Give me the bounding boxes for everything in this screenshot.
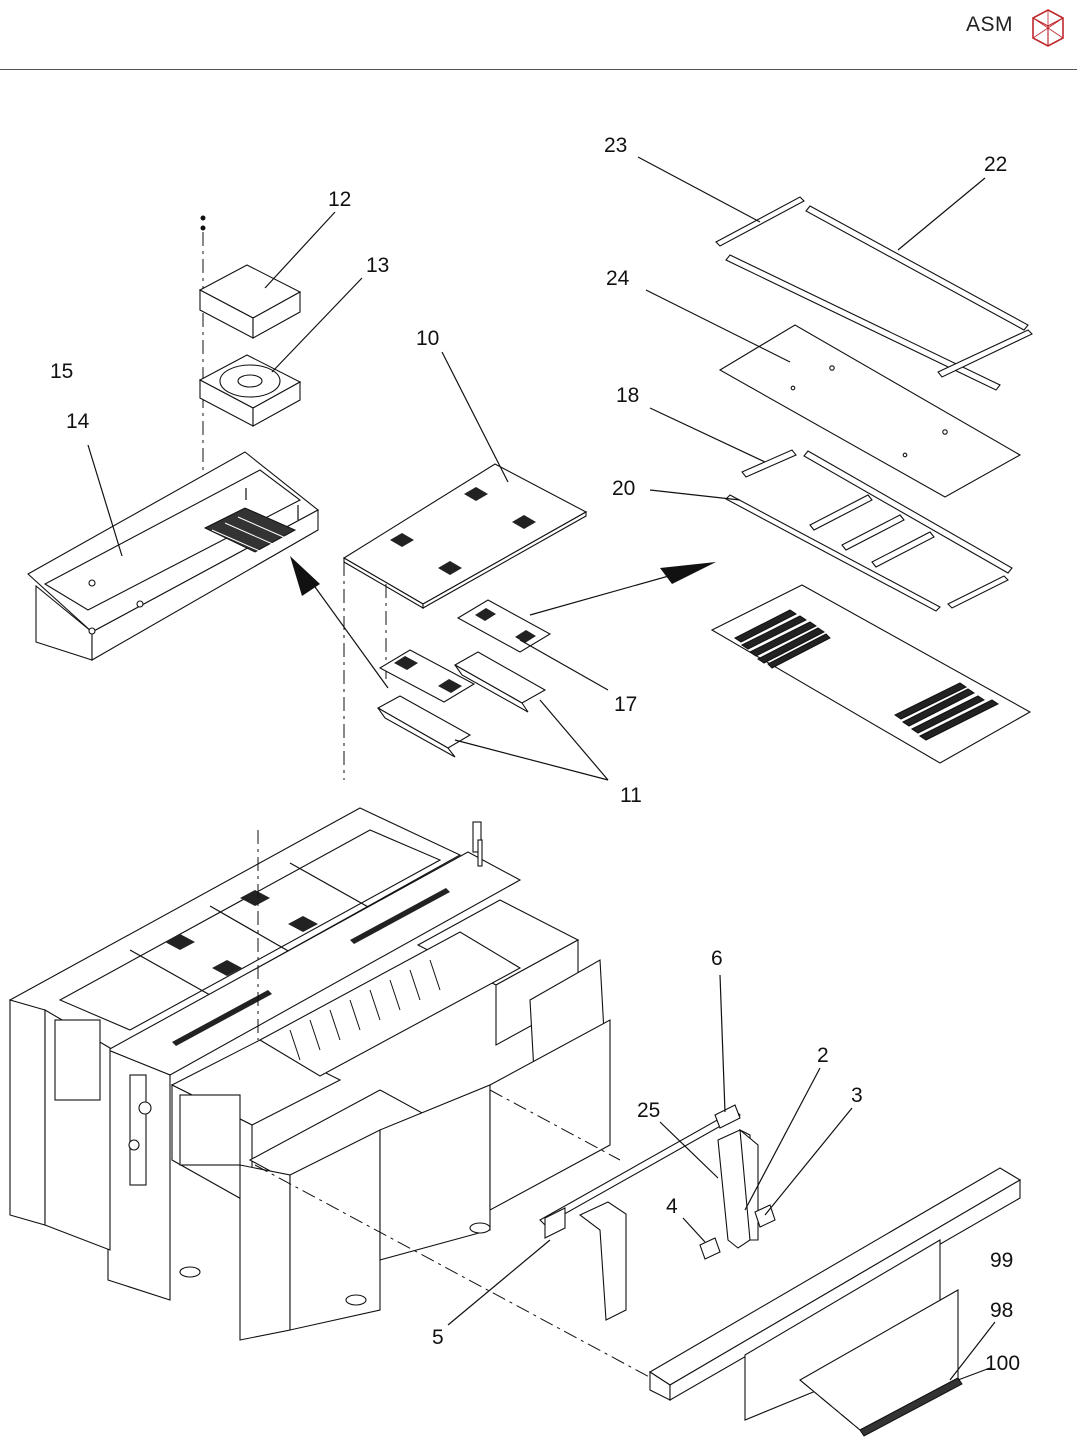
callout-11: 11 <box>620 784 642 807</box>
fan-cover-12 <box>200 265 300 338</box>
callout-24: 24 <box>606 267 630 290</box>
callout-98: 98 <box>990 1299 1013 1322</box>
callout-22: 22 <box>984 153 1007 176</box>
callout-13: 13 <box>366 254 389 277</box>
callout-18: 18 <box>616 384 639 407</box>
callout-labels: 23 22 24 18 20 12 13 10 15 14 17 11 6 2 … <box>50 134 1020 1375</box>
machine-body <box>10 808 610 1340</box>
callout-23: 23 <box>604 134 627 157</box>
callout-17: 17 <box>614 693 637 716</box>
clip-4 <box>700 1238 720 1259</box>
callout-25: 25 <box>637 1099 660 1122</box>
panel-24 <box>720 325 1020 497</box>
callout-20: 20 <box>612 477 635 500</box>
fan-13 <box>200 355 300 426</box>
callout-5: 5 <box>432 1326 444 1349</box>
vent-plate-17 <box>458 600 550 652</box>
tray-14 <box>28 452 318 660</box>
callout-10: 10 <box>416 327 439 350</box>
callout-12: 12 <box>328 188 351 211</box>
grille-plate <box>712 585 1030 763</box>
callout-15: 15 <box>50 360 73 383</box>
callout-14: 14 <box>66 410 90 433</box>
callout-6: 6 <box>711 947 723 970</box>
callout-2: 2 <box>817 1044 829 1067</box>
screws <box>201 216 206 231</box>
callout-99: 99 <box>990 1249 1013 1272</box>
leader-lines <box>88 157 995 1380</box>
vent-plate-11 <box>380 650 474 702</box>
bracket-2 <box>718 1130 758 1248</box>
callout-4: 4 <box>666 1195 678 1218</box>
duct-11-lower <box>378 696 470 757</box>
callout-3: 3 <box>851 1084 863 1107</box>
direction-arrow-right <box>530 562 716 615</box>
callout-100: 100 <box>985 1352 1020 1375</box>
bracket-5 <box>545 1202 626 1320</box>
top-plate-10 <box>344 464 586 608</box>
